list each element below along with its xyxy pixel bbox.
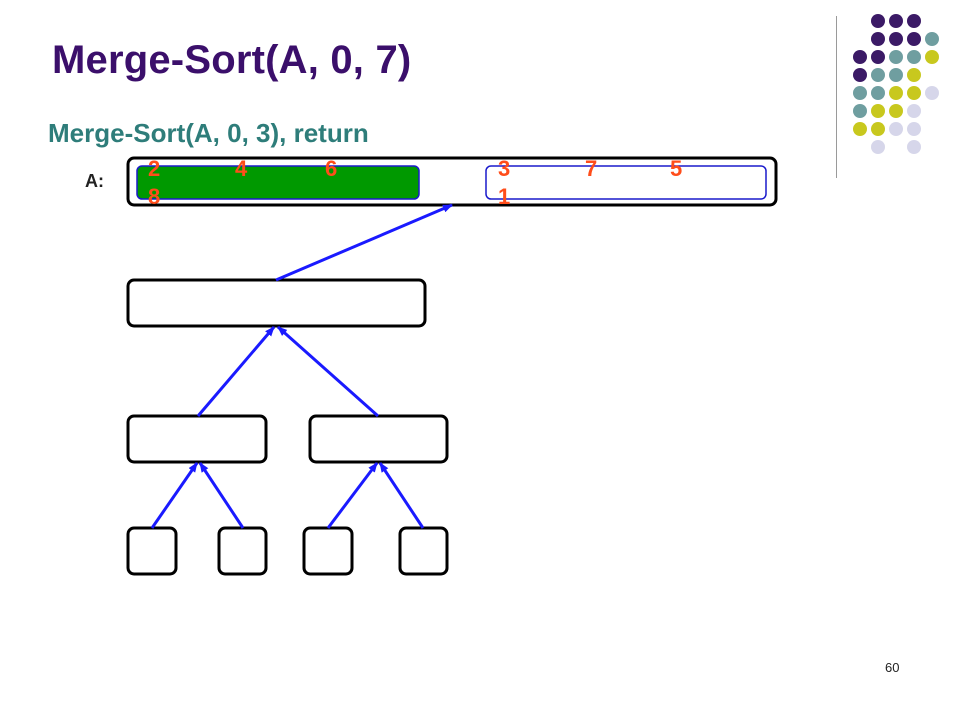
right-half	[485, 165, 767, 200]
decorative-dot	[907, 140, 921, 154]
sorted-left-half	[136, 165, 420, 200]
right-value-1: 3	[498, 156, 511, 181]
tree-leaf-4	[398, 526, 449, 576]
decorative-dot	[871, 14, 885, 28]
tree-arrow-l2l	[196, 326, 276, 417]
decorative-dot	[925, 32, 939, 46]
decorative-dot	[871, 68, 885, 82]
left-value-2: 4	[235, 156, 248, 181]
right-value-2: 7	[585, 156, 598, 181]
decorative-dot	[889, 68, 903, 82]
decorative-dot	[853, 104, 867, 118]
decorative-dot	[907, 32, 921, 46]
left-value-3: 6	[325, 156, 338, 181]
decorative-dot	[907, 104, 921, 118]
decorative-dot	[853, 86, 867, 100]
decorative-dot	[871, 122, 885, 136]
decorative-dot	[907, 68, 921, 82]
decorative-dot	[889, 32, 903, 46]
decorative-dot	[871, 104, 885, 118]
tree-leaf-1	[126, 526, 178, 576]
decorative-dot	[871, 50, 885, 64]
decorative-dot	[907, 50, 921, 64]
tree-arrow-leaf3	[326, 462, 379, 529]
decorative-dot	[907, 14, 921, 28]
decorative-dot	[889, 86, 903, 100]
subtitle: Merge-Sort(A, 0, 3), return	[48, 118, 369, 148]
left-value-4: 8	[148, 184, 161, 209]
tree-arrow-leaf2	[198, 462, 245, 529]
decorative-dot	[889, 104, 903, 118]
page-title: Merge-Sort(A, 0, 7)	[52, 38, 412, 82]
tree-node-level2-right	[308, 414, 449, 464]
tree-leaf-2	[217, 526, 268, 576]
decorative-dot	[925, 86, 939, 100]
decorative-dot	[853, 50, 867, 64]
decorative-dot	[925, 50, 939, 64]
tree-leaf-3	[302, 526, 354, 576]
tree-node-level2-left	[126, 414, 268, 464]
decorative-dot	[907, 86, 921, 100]
tree-arrow-l2r	[277, 325, 379, 418]
right-value-4: 1	[498, 184, 511, 209]
decorative-dot	[871, 86, 885, 100]
array-label: A:	[85, 171, 104, 191]
left-value-1: 2	[148, 156, 161, 181]
decorative-dot	[889, 14, 903, 28]
return-arrow	[275, 203, 453, 282]
decorative-dot	[889, 122, 903, 136]
decorative-dot	[871, 32, 885, 46]
decorative-dot	[871, 140, 885, 154]
decorative-dot	[907, 122, 921, 136]
decorative-dot	[853, 122, 867, 136]
decorative-dot	[853, 68, 867, 82]
decorative-dot	[889, 50, 903, 64]
right-value-3: 5	[670, 156, 683, 181]
decorative-divider	[836, 16, 837, 178]
page-number: 60	[885, 660, 900, 675]
tree-arrow-leaf4	[378, 462, 425, 529]
tree-arrow-leaf1	[150, 462, 199, 529]
tree-node-level1	[126, 278, 427, 328]
